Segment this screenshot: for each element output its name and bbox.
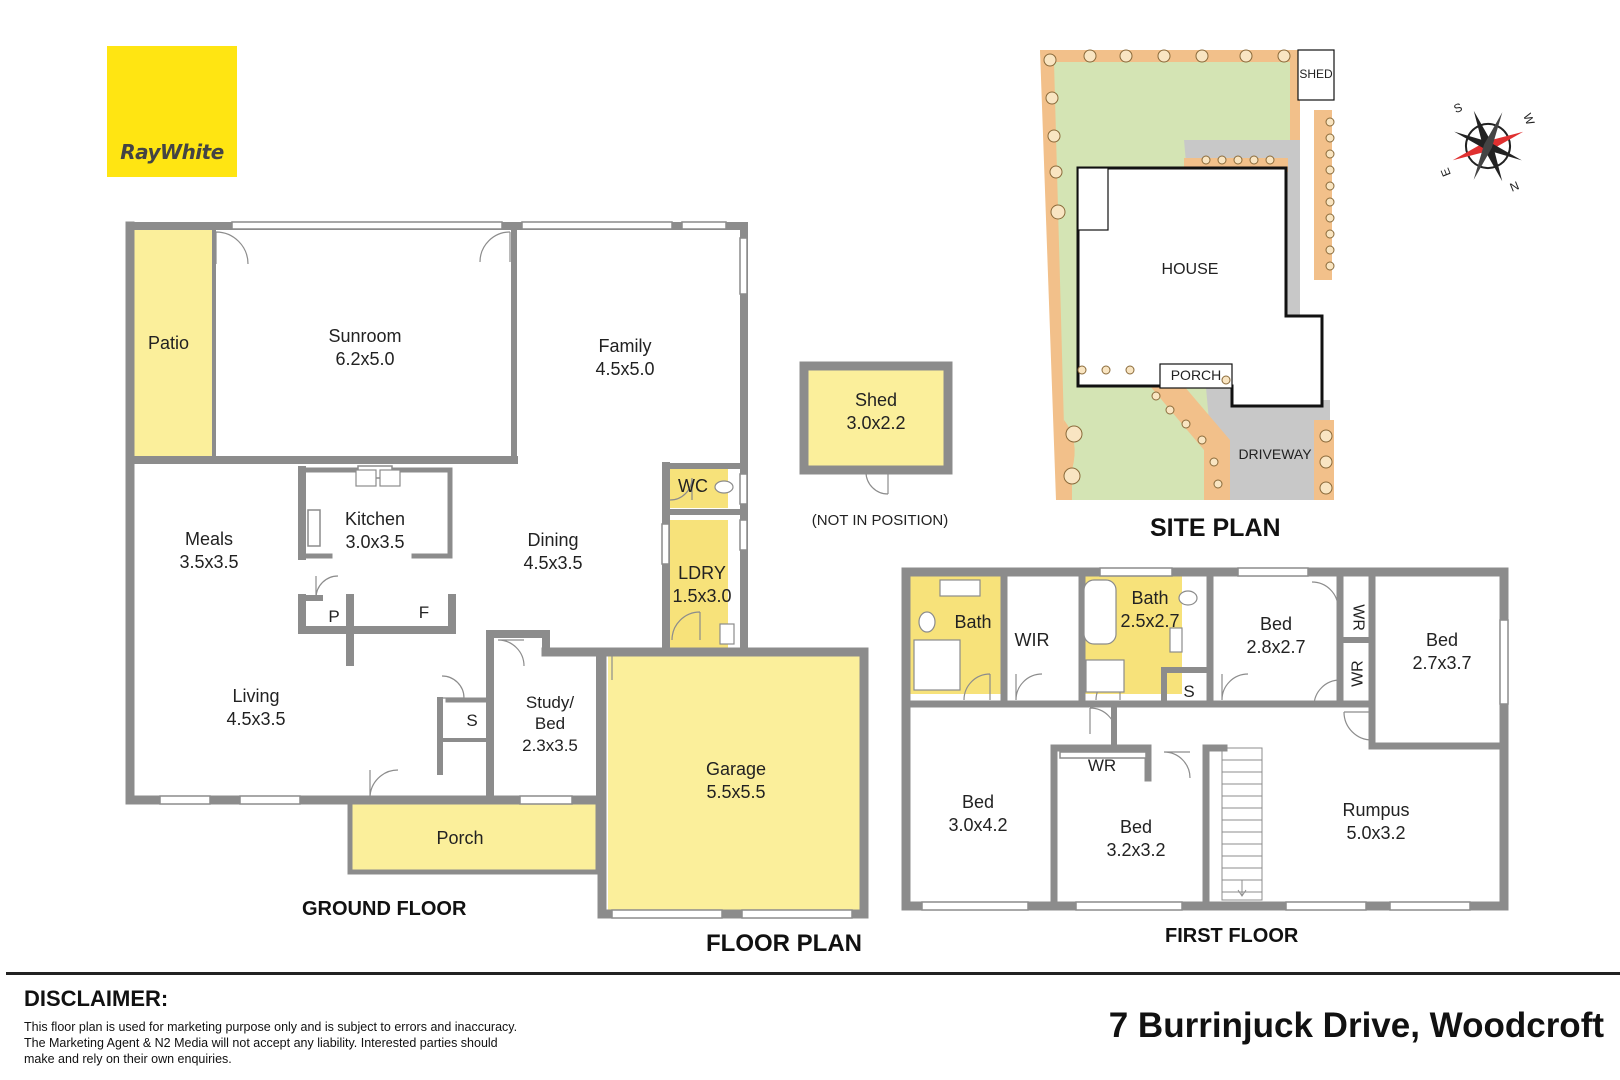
wardrobe-label-b: WR (1349, 660, 1367, 687)
room-size-bed-2: 2.8x2.7 (1246, 637, 1306, 657)
room-label-wir: WIR (1014, 630, 1050, 650)
room-size-bed-4: 3.0x4.2 (948, 815, 1008, 835)
ground-floor-fixtures (355, 469, 735, 645)
ground-floor-plan (125, 221, 869, 919)
room-label-dining: Dining (527, 530, 579, 550)
front-garden-bed (1150, 386, 1230, 500)
room-label-bed-4: Bed (961, 792, 995, 812)
first-floor-fixtures (913, 579, 1198, 693)
heading-site-plan: SITE PLAN (1150, 514, 1281, 542)
room-label-garage: Garage (705, 759, 767, 779)
garage-area (608, 656, 860, 914)
room-label-wc: WC (678, 476, 708, 496)
logo-text: RayWhite (120, 140, 224, 164)
room-label-living: Living (232, 686, 280, 706)
laundry-tiles (670, 520, 728, 650)
room-label-bath-2: Bath (1131, 588, 1169, 608)
room-label-pantry: P (328, 607, 340, 626)
room-size-bath-2: 2.5x2.7 (1120, 611, 1180, 631)
room-label-fridge: F (418, 603, 430, 622)
room-label-bath-1: Bath (954, 612, 992, 632)
site-label-porch: PORCH (1170, 367, 1222, 383)
room-label-storage: S (466, 711, 478, 730)
room-size-laundry: 1.5x3.0 (672, 586, 732, 606)
disclaimer-text: This floor plan is used for marketing pu… (24, 1019, 584, 1067)
room-label-meals: Meals (184, 529, 233, 549)
disclaimer-line-3: make and rely on their own enquiries. (24, 1052, 232, 1066)
house-footprint (1076, 166, 1324, 408)
disclaimer-line-2: The Marketing Agent & N2 Media will not … (24, 1036, 498, 1050)
staircase (1221, 747, 1263, 901)
room-size-bed-5: 3.2x3.2 (1106, 840, 1166, 860)
footer-divider (6, 972, 1620, 975)
room-label-bed-2: Bed (1259, 614, 1293, 634)
patio-area (130, 226, 214, 456)
room-label-kitchen: Kitchen (344, 509, 406, 529)
site-shed (1297, 49, 1335, 101)
room-label-first-storage: S (1183, 682, 1195, 701)
property-address: 7 Burrinjuck Drive, Woodcroft (1108, 1006, 1604, 1045)
room-label-sunroom: Sunroom (328, 326, 402, 346)
site-label-house: HOUSE (1161, 261, 1219, 278)
heading-first-floor: FIRST FLOOR (1165, 925, 1299, 947)
heading-floor-plan: FLOOR PLAN (706, 930, 862, 957)
disclaimer-line-1: This floor plan is used for marketing pu… (24, 1020, 518, 1034)
shed-area (799, 361, 953, 475)
ground-floor-doors (215, 231, 701, 799)
site-label-shed: SHED (1299, 67, 1333, 81)
room-label-laundry: LDRY (678, 563, 726, 583)
shed-plan (799, 361, 953, 495)
site-trees (1043, 49, 1335, 495)
wardrobe-label-c: WR (1087, 756, 1117, 775)
room-size-study: 2.3x3.5 (522, 736, 578, 755)
shed-door (865, 471, 889, 495)
porch-area (350, 804, 598, 872)
room-size-kitchen: 3.0x3.5 (345, 532, 405, 552)
shed-label: Shed (854, 390, 898, 410)
site-plan-drawing (1040, 49, 1335, 500)
shed-note: (NOT IN POSITION) (811, 512, 949, 529)
disclaimer-title: DISCLAIMER: (24, 986, 169, 1011)
room-label-family: Family (598, 336, 652, 356)
wardrobe-label-a: WR (1349, 604, 1367, 631)
room-size-garage: 5.5x5.5 (706, 782, 766, 802)
first-floor-doors (963, 581, 1373, 779)
room-label-rumpus: Rumpus (1342, 800, 1410, 820)
room-size-meals: 3.5x3.5 (179, 552, 239, 572)
shed-size: 3.0x2.2 (846, 413, 906, 433)
room-size-dining: 4.5x3.5 (523, 553, 583, 573)
room-label-study-bed: Bed (534, 714, 566, 733)
room-label-porch: Porch (436, 828, 484, 848)
room-size-rumpus: 5.0x3.2 (1346, 823, 1406, 843)
room-label-patio: Patio (148, 333, 190, 353)
site-label-driveway: DRIVEWAY (1238, 446, 1312, 462)
room-label-study: Study/ (525, 693, 575, 712)
room-label-bed-5: Bed (1119, 817, 1153, 837)
room-size-living: 4.5x3.5 (226, 709, 286, 729)
ray-white-logo: RayWhite (107, 46, 237, 177)
room-label-bed-3: Bed (1425, 630, 1459, 650)
room-size-bed-3: 2.7x3.7 (1412, 653, 1472, 673)
room-size-family: 4.5x5.0 (595, 359, 655, 379)
room-size-sunroom: 6.2x5.0 (335, 349, 395, 369)
site-porch (1159, 363, 1233, 389)
first-floor-plan (901, 567, 1509, 911)
heading-ground-floor: GROUND FLOOR (302, 898, 467, 920)
first-floor-windows (921, 567, 1509, 911)
compass-rose (1452, 110, 1524, 182)
